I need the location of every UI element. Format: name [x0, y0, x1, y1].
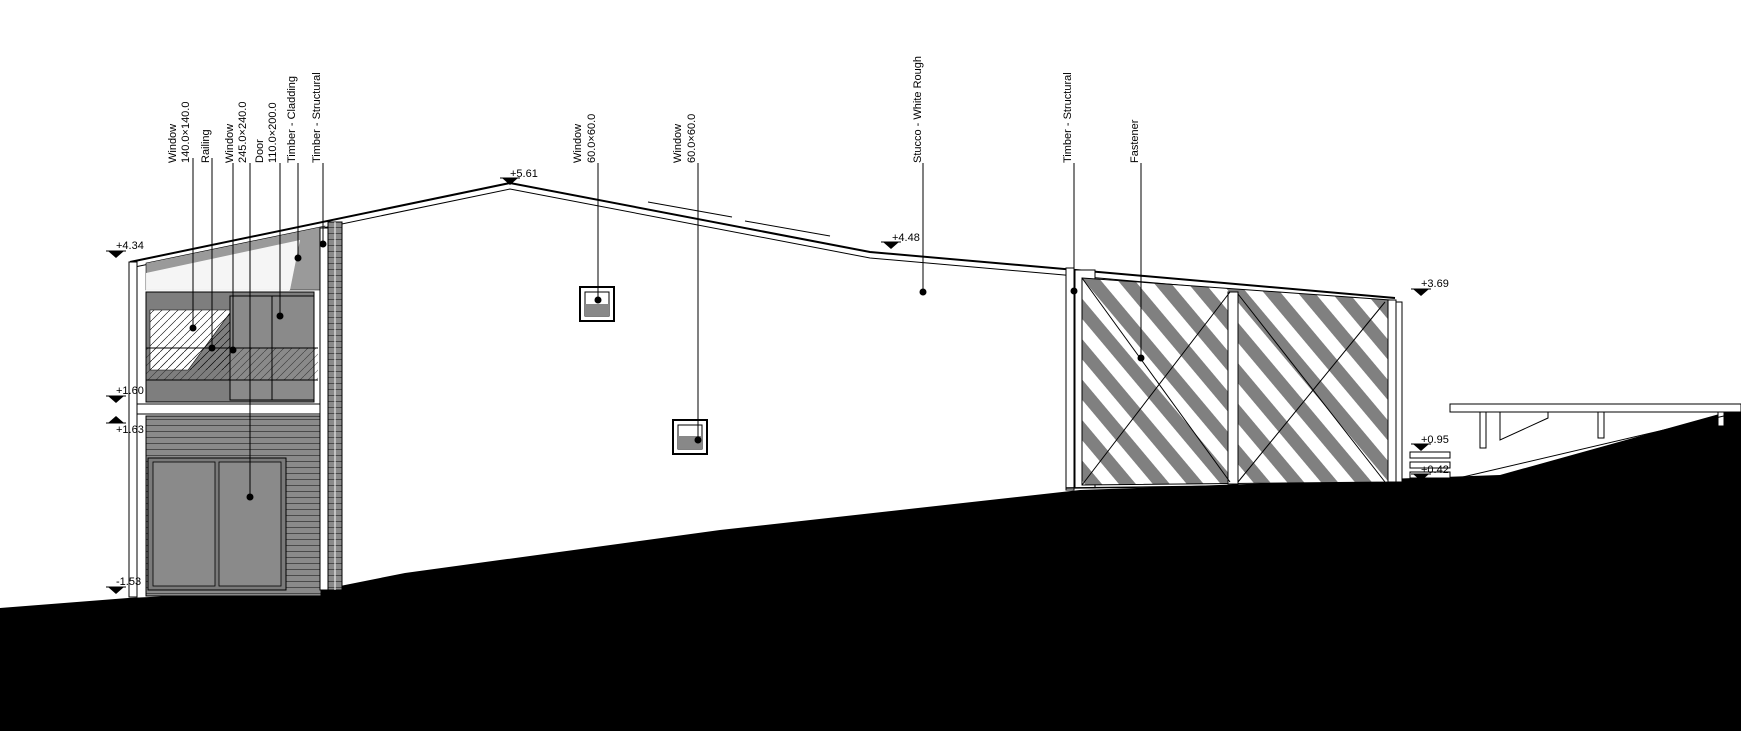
level-right-eave-text: +3.69: [1421, 278, 1449, 290]
level-ground-left-text: -1.53: [116, 576, 141, 588]
label-door-size: 110.0×200.0: [267, 102, 279, 163]
level-floor-a-text: +1.60: [116, 385, 144, 397]
label-window-b-size: 245.0×240.0: [237, 102, 249, 163]
level-marker-right-eave: +3.69: [1411, 278, 1449, 296]
level-floor-b-text: +1.63: [116, 424, 144, 436]
level-marker-deck-a: +0.95: [1411, 434, 1449, 451]
label-fastener: Fastener: [1129, 119, 1141, 163]
level-marker-ground-left: -1.53: [106, 576, 141, 594]
label-timber-cladding: Timber - Cladding: [286, 76, 298, 163]
level-mid-roof-text: +4.48: [892, 232, 920, 244]
label-timber-structural-left: Timber - Structural: [311, 72, 323, 163]
label-window-d-size: 60.0×60.0: [686, 114, 698, 163]
level-marker-ridge: +5.61: [500, 168, 538, 185]
level-marker-mid-roof: +4.48: [881, 232, 920, 249]
leader-lines: [189, 158, 1145, 501]
label-window-c-size: 60.0×60.0: [586, 114, 598, 163]
window-small-upper: [579, 286, 615, 322]
label-railing: Railing: [200, 129, 212, 163]
left-wing: [128, 221, 343, 598]
label-window-d: Window: [672, 124, 684, 163]
label-door: Door: [254, 139, 266, 163]
floor-slab: [136, 403, 330, 415]
timber-column-left: [319, 227, 329, 591]
level-left-eave-text: +4.34: [116, 240, 144, 252]
level-marker-floor-b: +1.63: [106, 416, 144, 436]
level-marker-floor-a: +1.60: [106, 385, 144, 403]
deck: [1409, 403, 1741, 481]
label-timber-structural-right: Timber - Structural: [1062, 72, 1074, 163]
label-window-b: Window: [224, 124, 236, 163]
level-marker-deck-b: +0.42: [1411, 464, 1449, 481]
label-window-a: Window: [167, 124, 179, 163]
ground-terrain: [0, 408, 1741, 731]
label-window-c: Window: [572, 124, 584, 163]
label-stucco: Stucco - White Rough: [912, 56, 924, 163]
level-deck-b-text: +0.42: [1421, 464, 1449, 476]
level-marker-left-eave: +4.34: [106, 240, 144, 258]
carport: [1065, 267, 1403, 491]
level-ridge-text: +5.61: [510, 168, 538, 180]
label-window-a-size: 140.0×140.0: [180, 102, 192, 163]
window-small-lower: [672, 419, 708, 455]
level-deck-a-text: +0.95: [1421, 434, 1449, 446]
left-post: [128, 261, 138, 598]
